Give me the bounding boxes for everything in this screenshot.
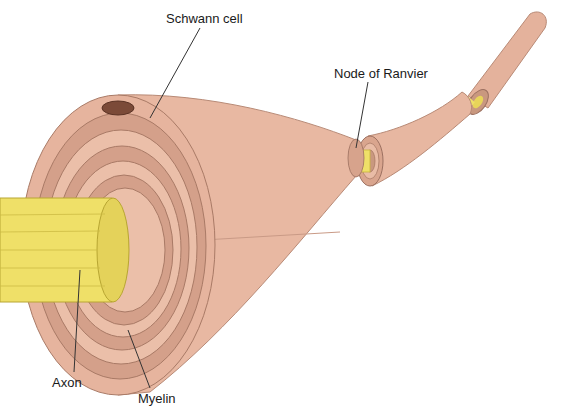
schwann-cell-middle [368, 92, 472, 186]
leader-line [356, 82, 368, 148]
part-label: Myelin [138, 391, 176, 406]
leader-line [74, 270, 80, 372]
part-label: Node of Ranvier [334, 66, 428, 81]
axon-texture [0, 214, 105, 286]
part-label: Axon [52, 375, 82, 390]
leader-line [150, 28, 200, 118]
axon [0, 198, 129, 302]
nucleus [102, 101, 134, 115]
part-label: Schwann cell [166, 11, 243, 26]
myelin-end [348, 139, 364, 177]
leader-line [128, 330, 150, 388]
